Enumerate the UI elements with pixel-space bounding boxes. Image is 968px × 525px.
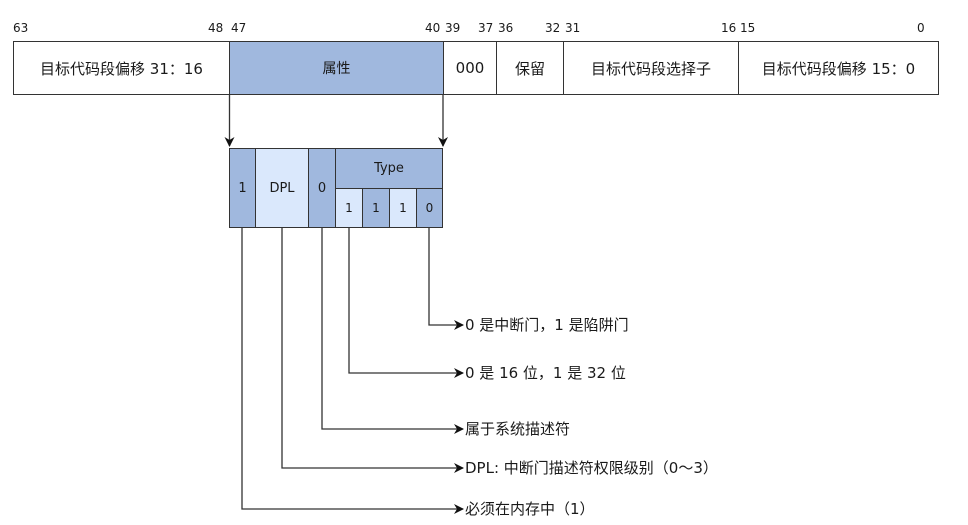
connector-type-bit-3 xyxy=(348,228,464,378)
field-offset-high-label: 目标代码段偏移 31：16 xyxy=(40,59,203,78)
field-attributes: 属性 xyxy=(229,41,443,95)
annotation-system-desc: 属于系统描述符 xyxy=(465,420,571,438)
field-attributes-label: 属性 xyxy=(322,61,351,77)
type-header-label: Type xyxy=(374,161,404,176)
field-reserved-label: 保留 xyxy=(514,59,545,78)
type-bit-2-cell: 1 xyxy=(362,188,390,228)
p-bit-cell: 1 xyxy=(229,148,256,228)
bit-label-16: 16 xyxy=(721,21,737,35)
p-bit-value: 1 xyxy=(238,180,247,196)
bit-label-15: 15 xyxy=(740,21,756,35)
field-segment-selector: 目标代码段选择子 xyxy=(563,41,738,95)
field-zero-bits: 000 xyxy=(443,41,496,95)
dpl-cell: DPL xyxy=(255,148,309,228)
type-bit-1-value: 1 xyxy=(399,201,407,215)
bit-label-31: 31 xyxy=(565,21,581,35)
annotation-dpl: DPL: 中断门描述符权限级别（0～3） xyxy=(465,459,718,477)
field-segment-selector-label: 目标代码段选择子 xyxy=(590,59,711,78)
connector-type-bit-0 xyxy=(428,228,464,330)
type-bit-3-value: 1 xyxy=(345,201,353,215)
bit-label-63: 63 xyxy=(13,21,29,35)
annotation-gate-type: 0 是中断门，1 是陷阱门 xyxy=(465,316,629,334)
bit-label-32: 32 xyxy=(545,21,561,35)
bit-label-36: 36 xyxy=(498,21,514,35)
bit-label-47: 47 xyxy=(231,21,247,35)
annotation-gate-size: 0 是 16 位，1 是 32 位 xyxy=(465,364,626,382)
field-offset-low: 目标代码段偏移 15：0 xyxy=(738,41,939,95)
bit-label-39: 39 xyxy=(445,21,461,35)
s-bit-cell: 0 xyxy=(308,148,336,228)
bit-label-40: 40 xyxy=(425,21,441,35)
type-bit-0-cell: 0 xyxy=(416,188,443,228)
s-bit-value: 0 xyxy=(317,180,327,196)
connector-s-bit xyxy=(321,228,464,434)
type-bit-0-value: 0 xyxy=(425,201,434,215)
type-bit-2-value: 1 xyxy=(372,201,380,215)
field-offset-high: 目标代码段偏移 31：16 xyxy=(13,41,229,95)
type-header-cell: Type xyxy=(335,148,443,189)
bit-label-48: 48 xyxy=(208,21,224,35)
connector-dpl xyxy=(281,228,464,473)
field-offset-low-label: 目标代码段偏移 15：0 xyxy=(761,59,916,78)
field-zero-bits-label: 000 xyxy=(455,59,485,77)
bit-label-37: 37 xyxy=(478,21,494,35)
type-bit-3-cell: 1 xyxy=(335,188,363,228)
type-bit-1-cell: 1 xyxy=(389,188,417,228)
bit-label-0: 0 xyxy=(917,21,925,35)
dpl-label: DPL xyxy=(269,180,295,196)
connector-p-bit xyxy=(241,228,464,514)
annotation-present: 必须在内存中（1） xyxy=(465,500,595,518)
field-reserved: 保留 xyxy=(496,41,563,95)
